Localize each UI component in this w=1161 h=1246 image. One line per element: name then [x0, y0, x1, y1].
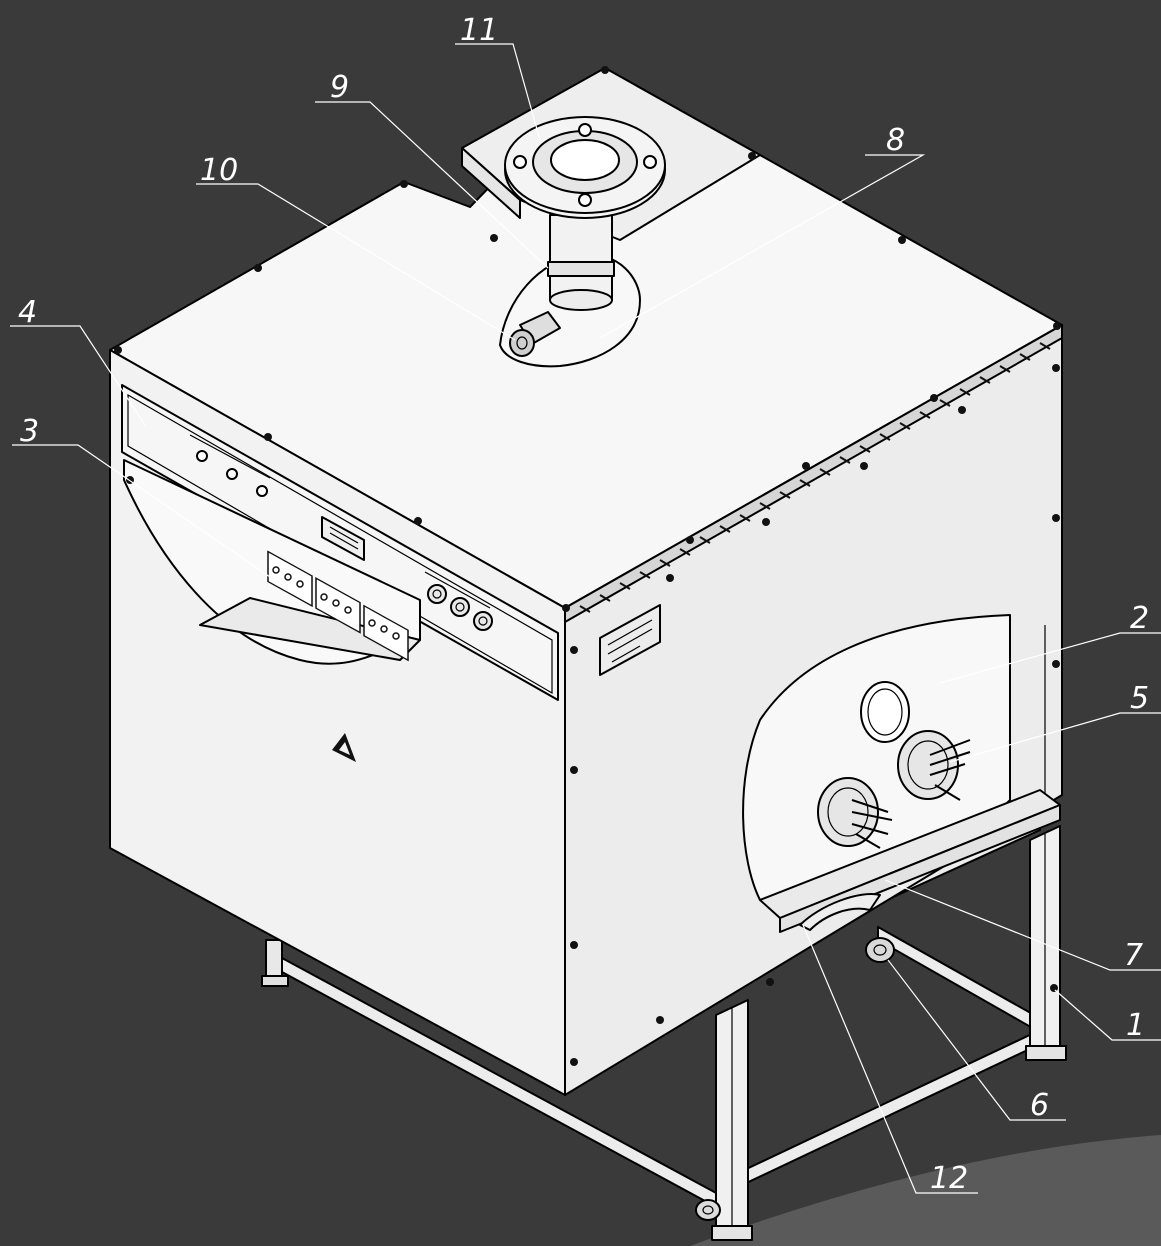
heating-element-upper: [897, 730, 971, 801]
callout-9: 9: [330, 70, 349, 105]
callout-1: 1: [1126, 1008, 1145, 1043]
breaker-row: [267, 550, 409, 662]
callout-11: 11: [460, 13, 498, 48]
air-vent-valve: [509, 311, 561, 357]
hinge-pattern: [579, 342, 1051, 613]
callout-3: 3: [20, 414, 39, 449]
inspection-port: [860, 681, 910, 743]
callout-12: 12: [930, 1161, 968, 1196]
callout-2: 2: [1130, 601, 1149, 636]
callout-leaders: [10, 43, 1161, 1194]
callout-10: 10: [200, 153, 238, 188]
callout-8: 8: [886, 123, 905, 158]
callout-6: 6: [1030, 1088, 1049, 1123]
heating-element-lower: [817, 777, 893, 849]
callout-7: 7: [1124, 938, 1143, 973]
callout-5: 5: [1130, 681, 1149, 716]
outlet-nozzle: [499, 116, 666, 368]
callout-4: 4: [18, 295, 37, 330]
panel-knobs: [424, 571, 493, 631]
background-accent-swoosh: [690, 1135, 1161, 1246]
drain-valve: [865, 937, 895, 963]
nameplate: [599, 604, 661, 676]
fastener-dots: [114, 66, 1061, 1066]
callout-labels: 11 9 10 8 4 3 2 5 7 1 6 12: [18, 13, 1149, 1196]
side-cutaway: [742, 614, 1061, 963]
